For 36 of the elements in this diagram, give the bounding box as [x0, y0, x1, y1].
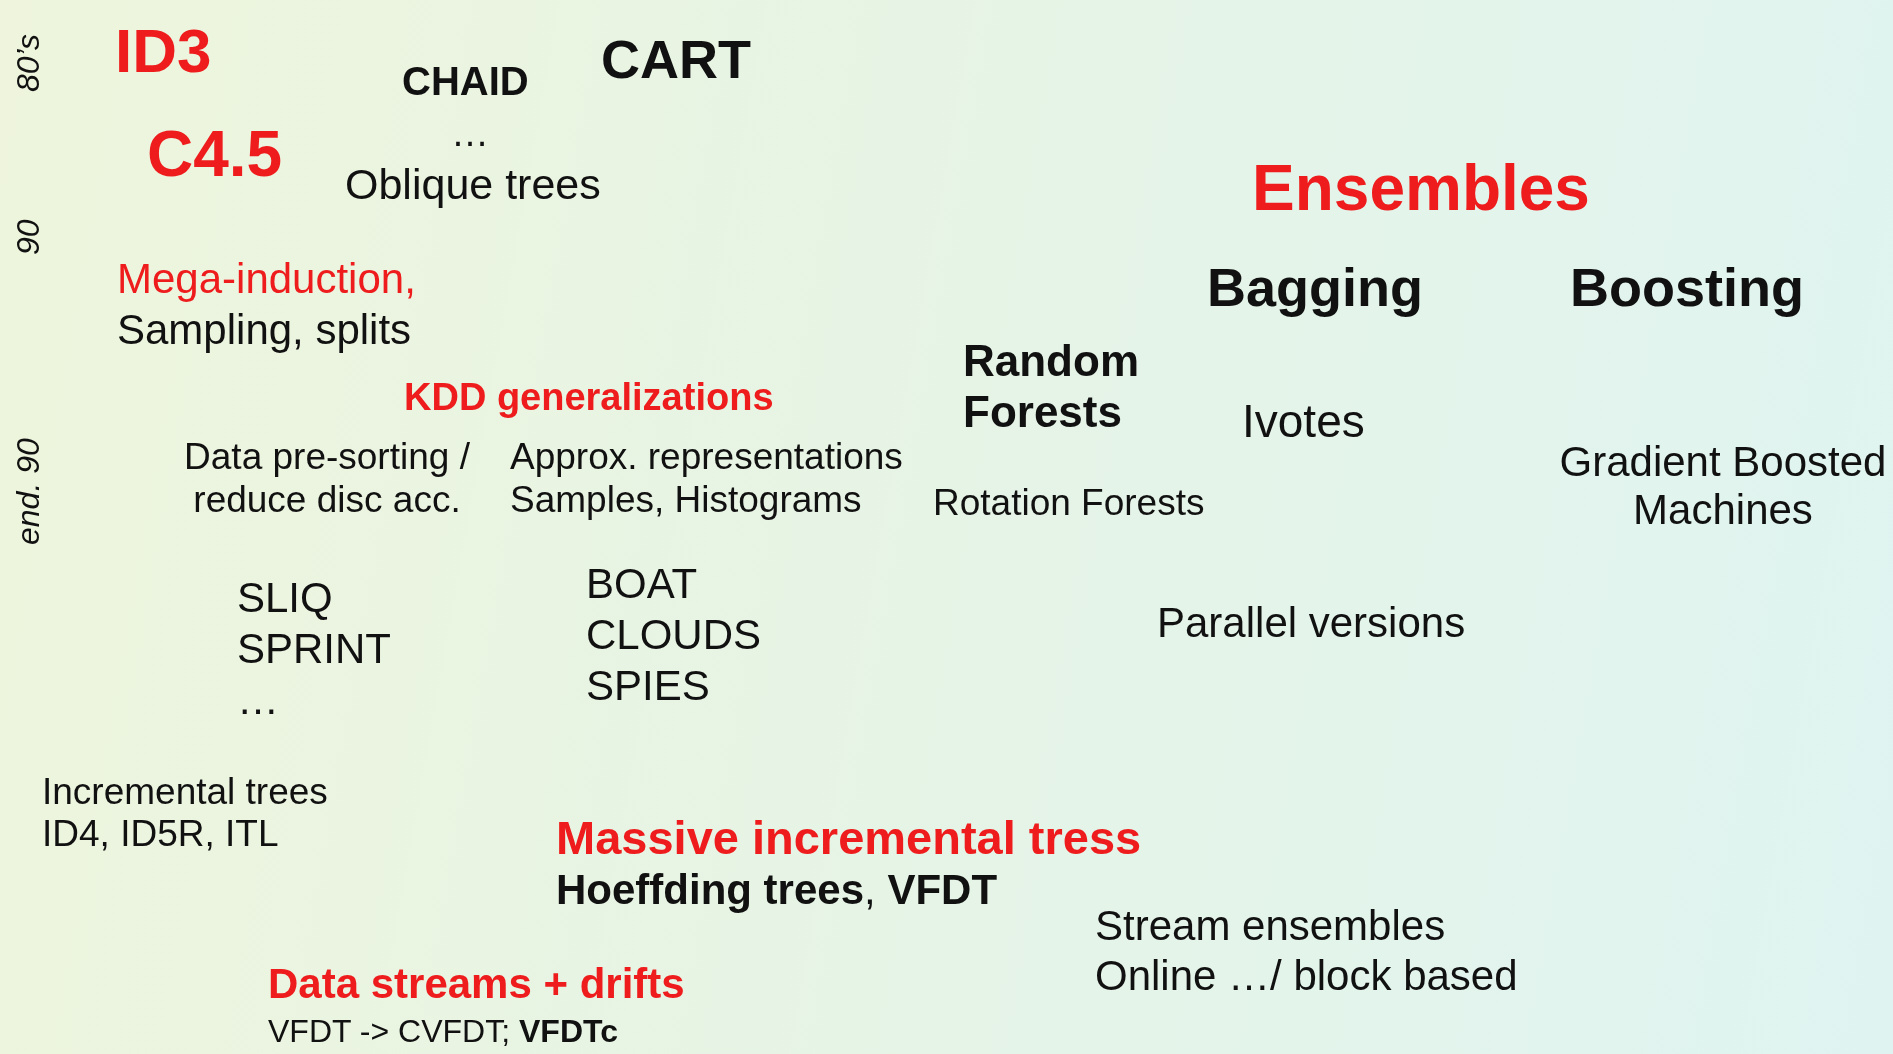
algorithm-name: CHAID: [402, 58, 529, 104]
algorithm-name: ID4, ID5R, ITL: [42, 813, 279, 856]
timeline-label: end. 90: [10, 438, 47, 545]
ellipsis: …: [237, 676, 279, 725]
topic-heading: Data streams + drifts: [268, 960, 685, 1009]
method-heading: Random Forests: [963, 336, 1140, 438]
method-name: Gradient Boosted Machines: [1558, 438, 1888, 535]
algorithm-name: SPIES: [586, 662, 710, 711]
topic-text: VFDT -> CVFDT; VFDTc: [268, 1013, 618, 1050]
method-name: Ivotes: [1242, 395, 1365, 448]
era-heading: ID3: [115, 15, 212, 87]
era-heading: C4.5: [147, 118, 283, 192]
topic-text: Stream ensembles: [1095, 902, 1446, 951]
topic-heading: Massive incremental tress: [556, 811, 1142, 866]
method-name: Rotation Forests: [933, 482, 1205, 525]
topic-text: Parallel versions: [1157, 599, 1466, 648]
topic-text: Hoeffding trees, VFDT: [556, 866, 998, 915]
section-heading: Ensembles: [1252, 152, 1590, 226]
topic-text: Approx. representations Samples, Histograms: [510, 436, 904, 522]
algorithm-name: CLOUDS: [586, 611, 762, 660]
topic-text: Online …/ block based: [1095, 952, 1518, 1001]
topic-heading: Mega-induction,: [117, 255, 416, 304]
method-heading: Bagging: [1207, 256, 1423, 319]
topic-heading: KDD generalizations: [404, 376, 774, 420]
topic-text: Data pre-sorting / reduce disc acc.: [183, 436, 471, 522]
algorithm-name: SLIQ: [237, 574, 333, 623]
topic-text: Incremental trees: [42, 771, 328, 814]
algorithm-name: BOAT: [586, 560, 698, 609]
topic-text: Oblique trees: [345, 160, 601, 210]
algorithm-name: CART: [601, 28, 751, 91]
timeline-label: 80’s: [10, 33, 47, 92]
algorithm-name: SPRINT: [237, 625, 391, 674]
method-heading: Boosting: [1570, 256, 1804, 319]
topic-text: Sampling, splits: [117, 306, 412, 355]
ellipsis: …: [451, 112, 489, 156]
timeline-label: 90: [10, 219, 47, 255]
